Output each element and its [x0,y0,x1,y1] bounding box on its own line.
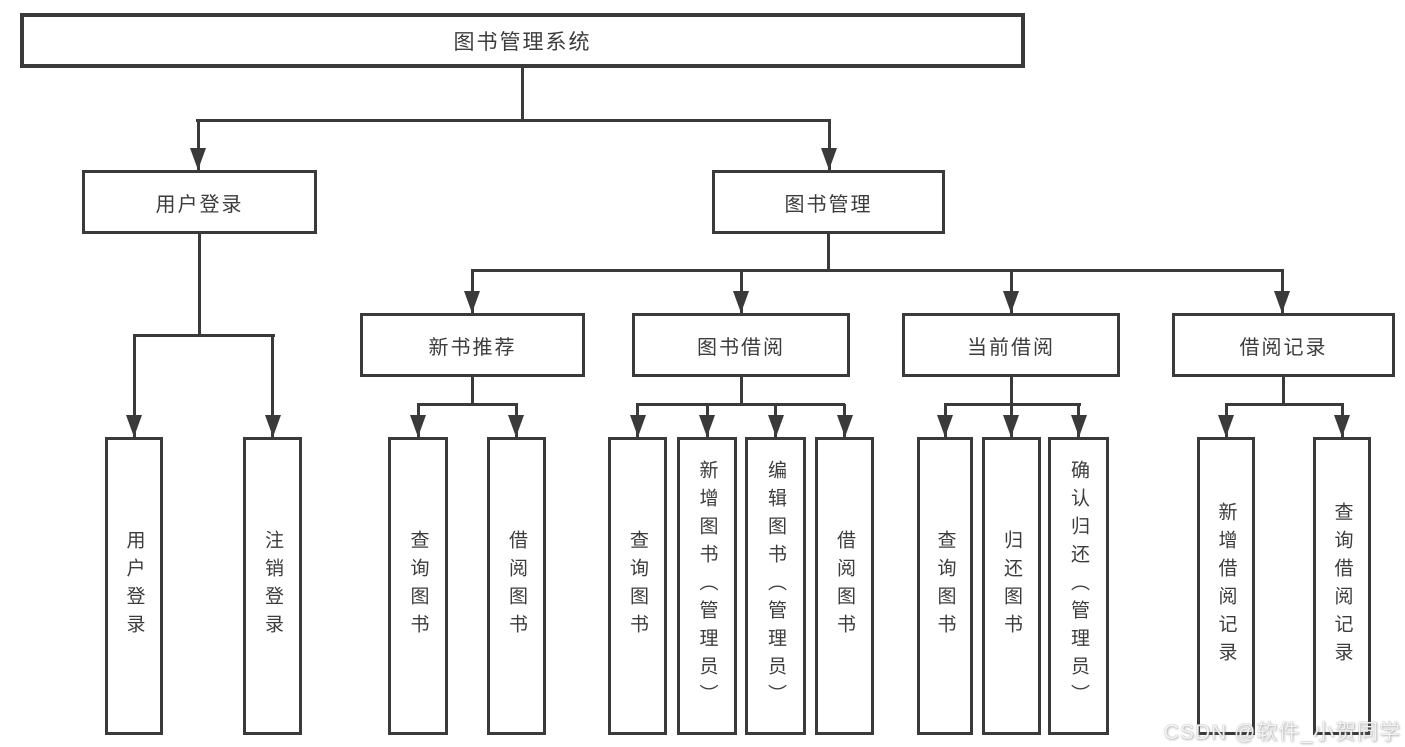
connector-new-book-rail [416,403,518,406]
connector-user-login-stem [197,233,201,337]
connector-book-management-rail [470,269,1284,272]
leaf-logout-label: 注销登录 [262,530,283,642]
node-library-management-system: 图书管理系统 [20,13,1025,68]
arrow-to-leaf-borrow-books-2 [843,404,846,437]
arrow-to-leaf-logout [271,335,274,437]
leaf-query-borrow-record: 查询借阅记录 [1313,437,1371,735]
leaf-edit-books-admin: 编辑图书（管理员） [745,437,806,735]
leaf-borrow-books-2: 借阅图书 [815,437,874,735]
node-book-borrowing: 图书借阅 [632,313,850,377]
leaf-borrow-books-1-label: 借阅图书 [506,530,527,642]
node-book-management: 图书管理 [712,170,945,234]
arrow-to-user-login [196,119,200,170]
leaf-query-books-2: 查询图书 [608,437,667,735]
connector-root-rail [196,119,831,122]
leaf-query-books-3-label: 查询图书 [934,530,956,642]
leaf-query-books-1: 查询图书 [388,437,448,735]
leaf-query-books-2-label: 查询图书 [627,530,648,642]
leaf-user-login: 用户登录 [105,437,163,735]
leaf-query-borrow-record-label: 查询借阅记录 [1331,502,1353,670]
node-user-login: 用户登录 [82,170,317,234]
leaf-user-login-label: 用户登录 [123,530,145,642]
connector-user-login-rail [132,334,275,337]
connector-book-borrowing-stem [739,377,743,406]
arrow-to-leaf-add-books [705,404,709,437]
arrow-to-new-book-recommend [470,271,474,313]
connector-borrowing-records-stem [1281,377,1285,406]
leaf-confirm-return-admin: 确认归还（管理员） [1048,437,1109,735]
leaf-add-books-admin-label: 新增图书（管理员） [696,460,718,712]
leaf-add-books-admin: 新增图书（管理员） [677,437,737,735]
connector-root-stem [521,68,524,121]
arrow-to-leaf-return-books [1009,404,1013,437]
leaf-return-books: 归还图书 [982,437,1041,735]
arrow-to-book-borrowing [739,271,743,313]
connector-book-borrowing-rail [636,403,845,406]
arrow-to-book-management [827,119,831,170]
arrow-to-leaf-edit-books [774,404,777,437]
leaf-logout: 注销登录 [243,437,302,735]
leaf-edit-books-admin-label: 编辑图书（管理员） [765,460,786,712]
arrow-to-current-borrowing [1009,271,1013,313]
arrow-to-leaf-query-books-3 [943,404,947,437]
leaf-query-books-1-label: 查询图书 [407,530,429,642]
arrow-to-leaf-borrow-books-1 [514,404,518,437]
leaf-return-books-label: 归还图书 [1001,530,1022,642]
connector-new-book-stem [471,377,474,406]
leaf-add-borrow-record-label: 新增借阅记录 [1215,502,1237,670]
leaf-add-borrow-record: 新增借阅记录 [1197,437,1255,735]
arrow-to-leaf-user-login [132,335,136,437]
arrow-to-leaf-query-books-2 [636,404,639,437]
node-borrowing-records: 借阅记录 [1172,313,1395,377]
leaf-query-books-3: 查询图书 [917,437,973,735]
arrow-to-leaf-query-books-1 [416,404,420,437]
node-new-book-recommend: 新书推荐 [360,313,585,377]
leaf-borrow-books-1: 借阅图书 [487,437,546,735]
arrow-to-borrowing-records [1280,271,1284,313]
leaf-borrow-books-2-label: 借阅图书 [834,530,855,642]
node-current-borrowing: 当前借阅 [902,313,1120,377]
connector-current-borrowing-stem [1009,377,1013,406]
leaf-confirm-return-admin-label: 确认归还（管理员） [1068,460,1089,712]
connector-borrowing-records-rail [1224,403,1344,406]
connector-book-management-stem [827,234,830,272]
arrow-to-leaf-confirm-return [1077,404,1080,437]
arrow-to-leaf-query-record [1340,404,1344,437]
arrow-to-leaf-add-record [1224,404,1228,437]
